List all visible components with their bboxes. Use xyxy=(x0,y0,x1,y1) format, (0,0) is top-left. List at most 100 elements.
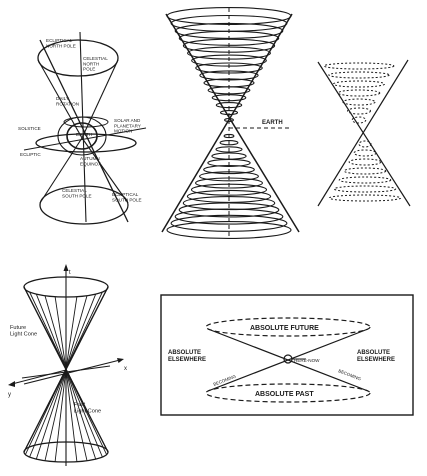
earth-cone-ring-lower xyxy=(178,202,280,218)
earth-label: EARTH xyxy=(262,120,283,126)
absolute-future-label: ABSOLUTE FUTURE xyxy=(250,325,319,332)
dashed-cone-ring-upper xyxy=(333,80,385,88)
past-cone-ruling xyxy=(65,368,103,458)
dashed-cone-ring-upper xyxy=(337,89,381,97)
here-now-label: HERE-NOW xyxy=(294,358,320,363)
past-cone-ruling xyxy=(65,368,88,461)
past-cone-ruling xyxy=(65,368,109,453)
future-ellipse xyxy=(205,317,371,337)
earth-cone-ring-upper xyxy=(195,62,263,74)
absolute-past-label: ABSOLUTE PAST xyxy=(255,391,314,398)
earth-cone-ring-upper xyxy=(191,54,267,67)
lower-cone-left xyxy=(39,137,83,204)
earth-cone-ring-upper xyxy=(178,30,280,46)
past-cone-ruling xyxy=(65,368,97,460)
y-axis-arrow-icon xyxy=(8,381,15,387)
t-axis-arrow-icon xyxy=(63,264,69,271)
lower-precession-ellipse xyxy=(39,185,129,225)
earth-cone-ring-upper xyxy=(199,70,259,81)
upper-precession-ellipse xyxy=(37,39,119,77)
y-axis-label: y xyxy=(8,392,11,398)
earth-cone-ring-upper xyxy=(182,38,276,53)
t-axis-label: t xyxy=(69,270,71,276)
earth-cone-ring-lower xyxy=(203,165,255,175)
earth-cone-ring-upper xyxy=(211,94,247,102)
dashed-cone-line-left xyxy=(317,61,411,207)
earth-cone-ring-lower xyxy=(166,221,292,239)
earth-cone-ring-lower xyxy=(223,133,235,139)
past-cone-ruling xyxy=(44,368,67,461)
dashed-cone-ring-lower xyxy=(348,158,382,166)
future-cone-ruling xyxy=(65,286,109,370)
earth-cone-ring-upper xyxy=(219,110,239,116)
earth-cone-ring-lower xyxy=(174,208,284,225)
earth-cone-ring-upper xyxy=(215,102,243,109)
earth-cone-ring-lower xyxy=(170,214,288,232)
y-axis-extension xyxy=(11,369,67,385)
light-line-right-label: BECOMING xyxy=(338,368,363,381)
dashed-cone-ring-lower xyxy=(338,176,392,184)
past-cone-ruling xyxy=(35,368,67,460)
upper-cone-right xyxy=(81,59,119,139)
dashed-cone-ring-lower xyxy=(343,167,387,175)
dashed-cone-ring-lower xyxy=(358,140,372,148)
future-cone-ruling xyxy=(65,295,88,370)
lower-cone-right xyxy=(81,137,129,204)
past-cone-ruling xyxy=(29,368,67,458)
earth-cone-ring-upper xyxy=(166,7,292,25)
earth-cone-ring-lower xyxy=(219,140,239,146)
future-cone-ruling xyxy=(65,293,97,370)
x-axis-label: x xyxy=(124,366,127,372)
earth-cone-ring-upper xyxy=(224,117,234,123)
x-axis xyxy=(23,359,121,385)
x-axis-arrow-icon xyxy=(117,358,124,363)
earth-cone-panel: EARTH xyxy=(161,7,300,239)
future-cone-ruling xyxy=(29,291,67,370)
earth-cone-ring-lower xyxy=(190,183,268,196)
light-line-2 xyxy=(207,328,369,392)
earth-cone-line-right xyxy=(161,13,293,233)
earth-cone-line-left xyxy=(165,13,300,233)
past-cone-ruling xyxy=(65,368,78,462)
dashed-cone-panel xyxy=(317,59,411,207)
future-cone-ruling xyxy=(44,295,67,370)
dashed-cone-ring-lower xyxy=(328,194,402,202)
label-ecliptic: ECLIPTIC xyxy=(20,152,41,157)
earth-cone-ring-upper xyxy=(174,22,284,39)
earth-cone-ring-upper xyxy=(207,86,251,95)
label-earth: EARTH xyxy=(76,132,93,138)
dashed-cone-ring-upper xyxy=(342,98,376,106)
ecliptic-ellipse xyxy=(35,133,137,153)
earth-cone-ring-lower xyxy=(215,146,243,153)
past-ellipse xyxy=(205,383,371,403)
earth-circle xyxy=(66,122,98,150)
dashed-cone-line-right xyxy=(317,59,409,207)
dashed-cone-ring-upper xyxy=(323,62,395,70)
daily-rotation-ring xyxy=(63,116,109,128)
past-cone-ruling xyxy=(24,368,67,455)
celestial-axis xyxy=(39,39,129,223)
past-cone-ruling xyxy=(54,368,67,462)
earth-cone-ring-lower xyxy=(195,177,263,189)
future-cone-ruling xyxy=(24,289,67,370)
dashed-cone-ring-lower xyxy=(333,185,397,193)
dashed-cone-ring-upper xyxy=(347,107,371,115)
label-solstice: SOLSTICE xyxy=(18,126,41,131)
dashed-cone-ring-lower xyxy=(353,149,377,157)
future-cone-ruling xyxy=(65,296,78,370)
